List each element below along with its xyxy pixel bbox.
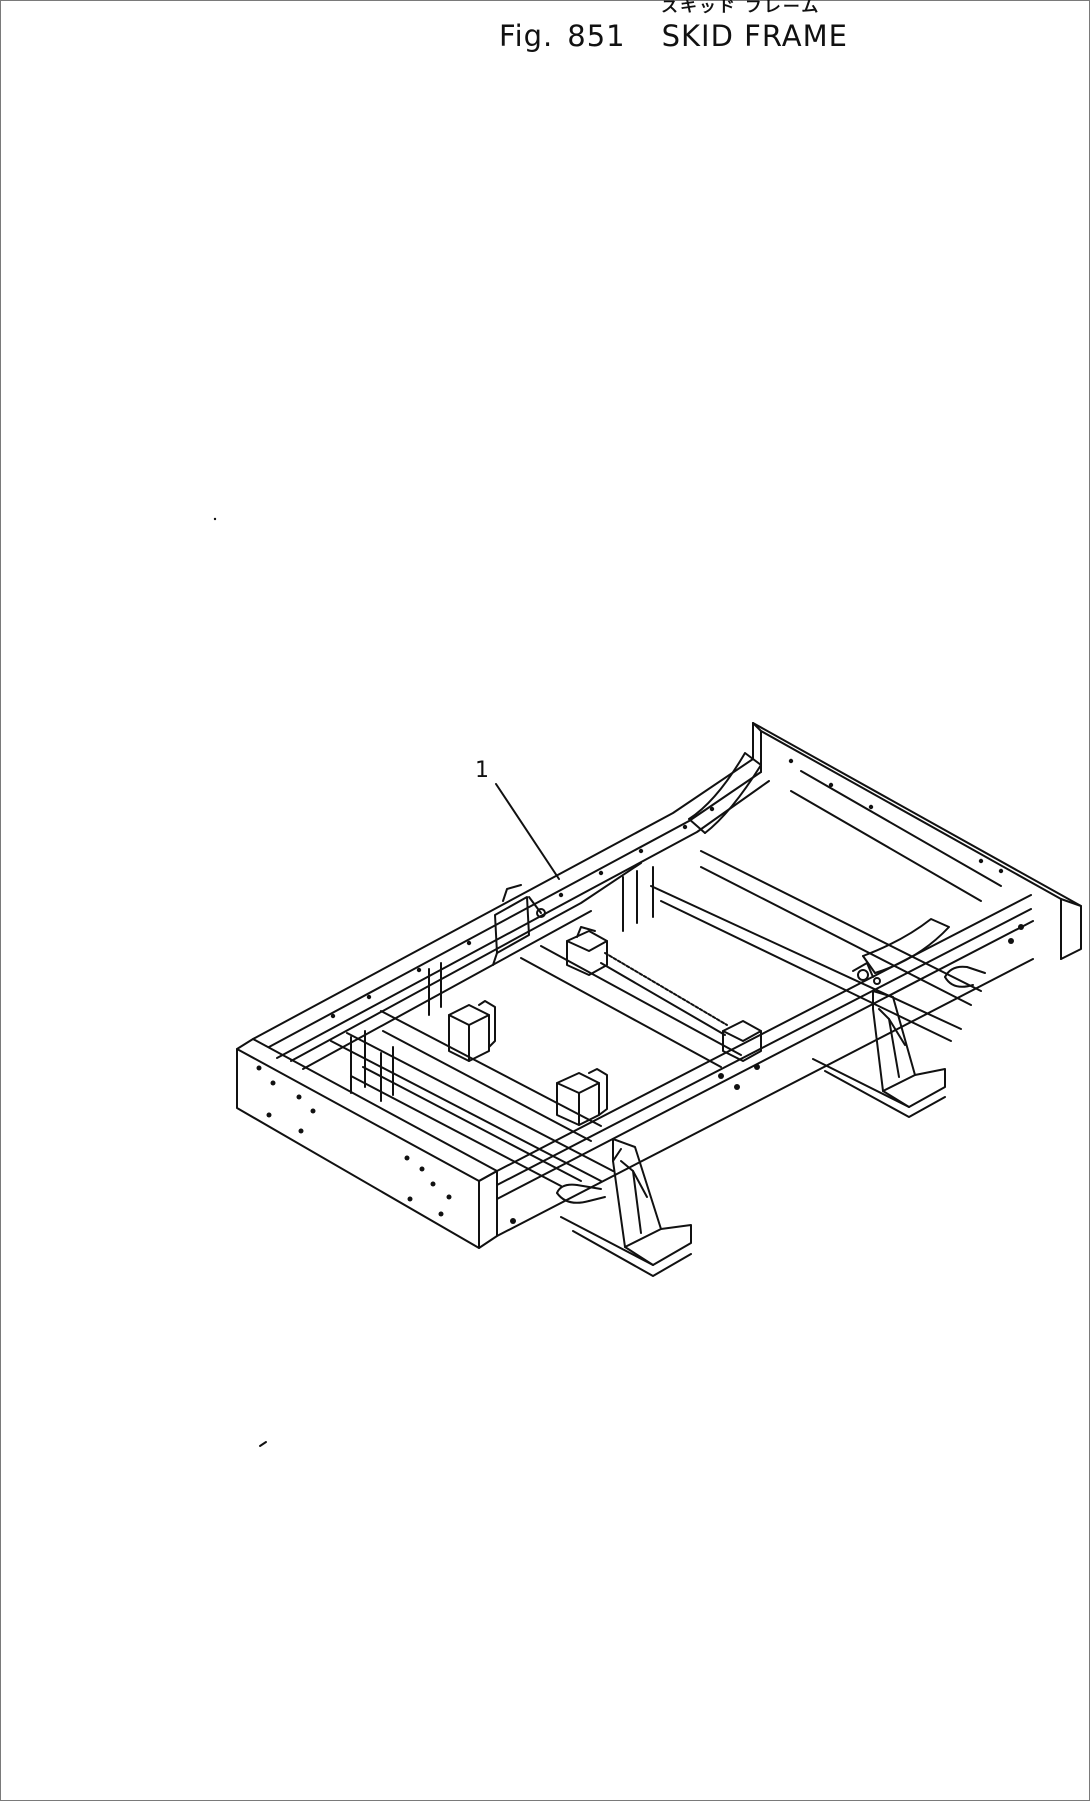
skid-foot-front [560, 1138, 692, 1277]
saddle-support-left [688, 752, 762, 834]
figure-title: Fig. 851 SKID FRAME [499, 19, 848, 53]
hook-mid [852, 962, 874, 978]
hook-front [556, 1183, 606, 1204]
front-end-beam [236, 1038, 498, 1249]
mount-block-2 [556, 1068, 608, 1126]
skid-foot-rear [812, 990, 946, 1118]
hook-rear [944, 965, 986, 988]
japanese-title: スキッド フレーム [661, 0, 821, 16]
figure-number: 851 [567, 19, 626, 53]
speck-mark [259, 1441, 267, 1447]
speck-mark [213, 517, 217, 521]
figure-label: Fig. [499, 19, 554, 53]
cross-shaft [600, 952, 728, 1036]
lifting-bracket [492, 884, 546, 966]
callout-1: 1 [475, 758, 560, 880]
rear-end-beam [752, 722, 1082, 960]
leader-line [495, 783, 560, 880]
figure-name: SKID FRAME [661, 19, 848, 53]
bolt-holes [256, 1065, 452, 1217]
callout-number: 1 [475, 758, 489, 783]
mount-block-3 [566, 926, 608, 976]
saddle-support-right [857, 918, 950, 985]
mount-block-4 [722, 1020, 762, 1062]
cross-member-uprights [350, 866, 654, 1102]
left-side-rail [252, 758, 770, 1059]
mount-block-1 [448, 1000, 496, 1062]
